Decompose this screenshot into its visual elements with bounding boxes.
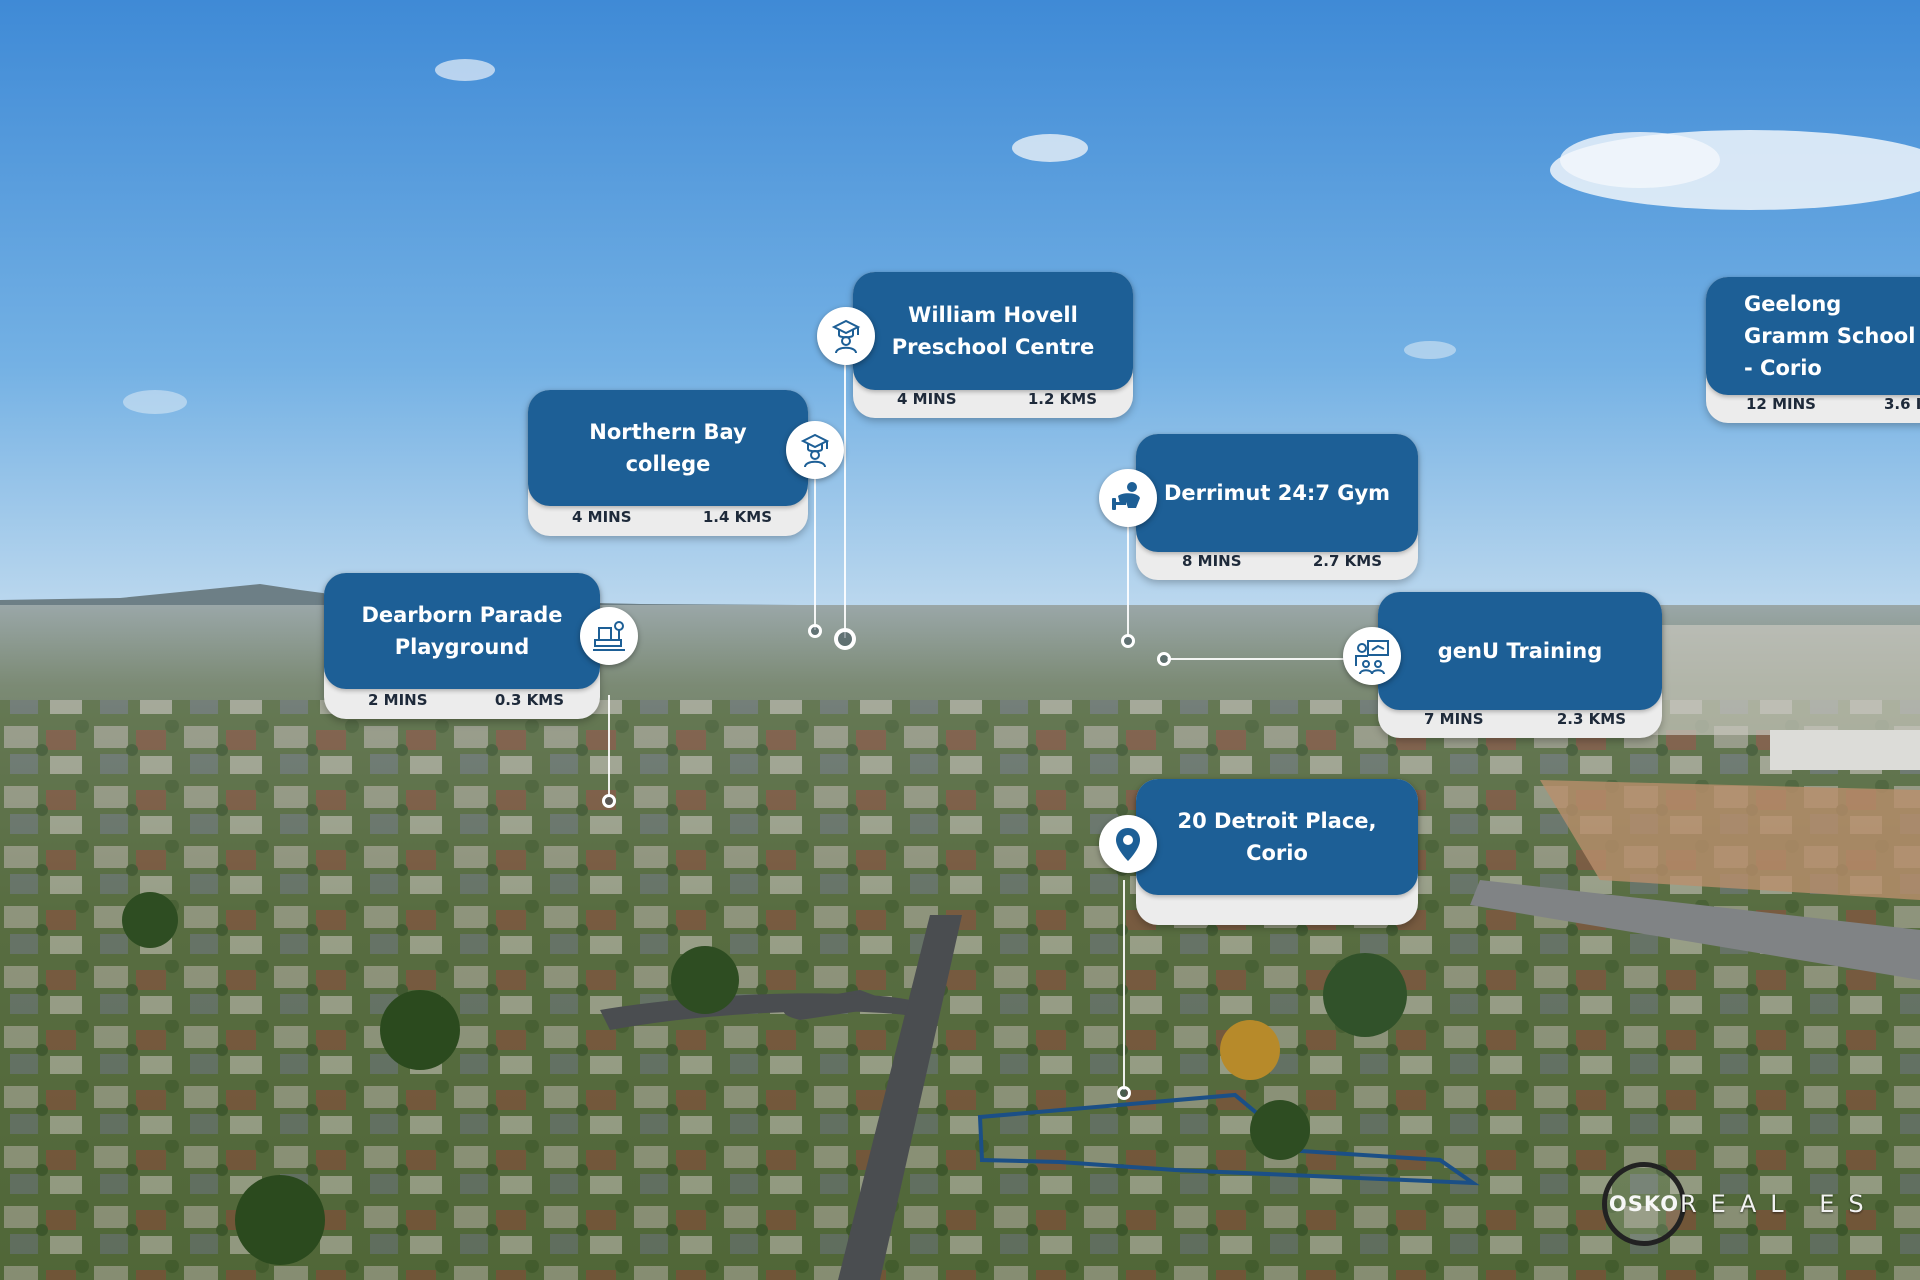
poi-title: Derrimut 24:7 Gym [1163, 481, 1391, 505]
property-card: 20 Detroit Place, Corio [1136, 779, 1418, 925]
graduation-cap-icon [817, 307, 875, 365]
poi-title: Northern Bay college [589, 420, 747, 476]
property-address: 20 Detroit Place, Corio [1177, 809, 1377, 865]
connector-line [814, 465, 816, 630]
poi-distance: 2.7 KMS [1312, 552, 1382, 570]
location-dot [602, 794, 616, 808]
gym-icon [1099, 469, 1157, 527]
connector-line [1167, 658, 1347, 660]
location-dot [1121, 634, 1135, 648]
poi-title: William Hovell Preschool Centre [891, 303, 1095, 359]
training-icon [1343, 627, 1401, 685]
logo-wordmark: REAL ES [1680, 1190, 1878, 1218]
poi-geelong: Geelong Gramm School - Corio 12 MINS 3.6… [1706, 277, 1920, 423]
connector-line [844, 338, 846, 638]
poi-distance: 1.4 KMS [702, 508, 772, 526]
poi-distance: 1.2 KMS [1027, 390, 1097, 408]
brand-logo: OSKO REAL ES [1602, 1162, 1878, 1246]
poi-title: Geelong Gramm School - Corio [1744, 292, 1916, 380]
location-pin-icon [1099, 815, 1157, 873]
poi-time: 12 MINS [1746, 395, 1816, 413]
poi-title: Dearborn Parade Playground [361, 603, 563, 659]
playground-icon [580, 607, 638, 665]
poi-william-hovell: William Hovell Preschool Centre 4 MINS 1… [853, 272, 1133, 418]
poi-derrimut: Derrimut 24:7 Gym 8 MINS 2.7 KMS [1136, 434, 1418, 580]
poi-time: 2 MINS [368, 691, 428, 709]
logo-mark: OSKO [1602, 1162, 1686, 1246]
connector-line [608, 695, 610, 797]
poi-genu: genU Training 7 MINS 2.3 KMS [1378, 592, 1662, 738]
connector-line [1123, 880, 1125, 1090]
poi-distance: 3.6 I [1884, 395, 1920, 413]
poi-dearborn: Dearborn Parade Playground 2 MINS 0.3 KM… [324, 573, 600, 719]
location-dot [808, 624, 822, 638]
poi-time: 7 MINS [1424, 710, 1484, 728]
graduation-cap-icon [786, 421, 844, 479]
poi-time: 8 MINS [1182, 552, 1242, 570]
poi-northern-bay: Northern Bay college 4 MINS 1.4 KMS [528, 390, 808, 536]
connector-line [1127, 525, 1129, 637]
poi-distance: 2.3 KMS [1556, 710, 1626, 728]
poi-title: genU Training [1437, 639, 1603, 663]
poi-time: 4 MINS [572, 508, 632, 526]
poi-time: 4 MINS [897, 390, 957, 408]
location-dot [834, 628, 856, 650]
property-boundary [977, 1092, 1480, 1186]
location-dot [1117, 1086, 1131, 1100]
location-dot [1157, 652, 1171, 666]
poi-distance: 0.3 KMS [494, 691, 564, 709]
